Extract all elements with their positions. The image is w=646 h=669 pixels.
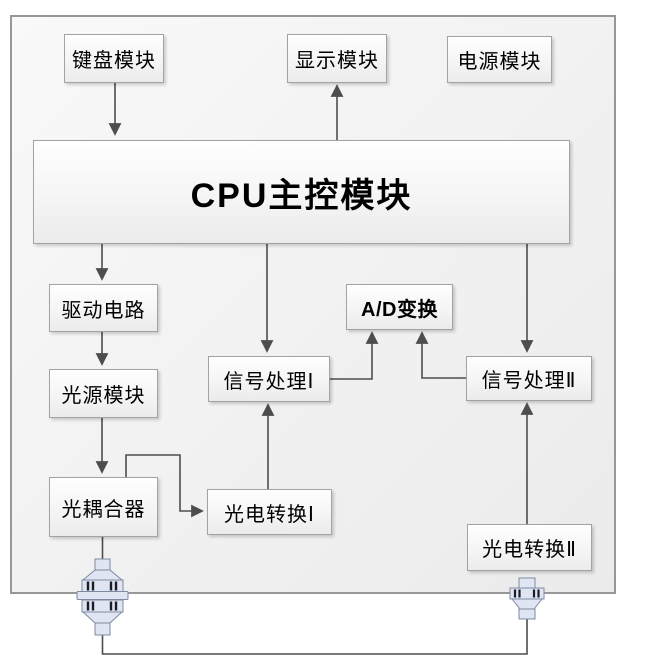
node-optical-coupler: 光耦合器 (49, 477, 158, 537)
node-signal-processing-2-label: 信号处理Ⅱ (481, 370, 577, 392)
node-cpu-label: CPU主控模块 (190, 176, 413, 215)
node-signal-processing-1-label: 信号处理Ⅰ (223, 370, 315, 393)
node-photoelectric-conversion-1-label: 光电转换Ⅰ (224, 503, 315, 526)
node-drive-circuit: 驱动电路 (49, 284, 158, 332)
node-optical-coupler-label: 光耦合器 (61, 498, 146, 521)
node-signal-processing-2: 信号处理Ⅱ (466, 356, 592, 401)
node-keyboard-module: 键盘模块 (64, 34, 164, 83)
node-drive-circuit-label: 驱动电路 (61, 299, 146, 322)
node-ad-converter-label: A/D变换 (361, 298, 438, 321)
node-display-module: 显示模块 (287, 34, 387, 83)
node-power-label: 电源模块 (457, 51, 542, 73)
node-power-module: 电源模块 (447, 36, 552, 83)
node-ad-converter: A/D变换 (346, 284, 453, 330)
node-signal-processing-1: 信号处理Ⅰ (208, 356, 330, 402)
node-photoelectric-conversion-2: 光电转换Ⅱ (467, 524, 592, 571)
edge-signal1-ad (328, 331, 379, 380)
node-display-label: 显示模块 (295, 50, 379, 72)
edge-fiber-cable (101, 618, 528, 655)
edge-coupler-photo1 (125, 454, 204, 518)
node-photoelectric-conversion-1: 光电转换Ⅰ (207, 489, 332, 535)
fiber-optic-connector-icon (76, 558, 129, 636)
node-photoelectric-conversion-2-label: 光电转换Ⅱ (482, 539, 577, 561)
node-keyboard-label: 键盘模块 (72, 50, 156, 72)
node-light-source-label: 光源模块 (61, 385, 146, 407)
node-light-source-module: 光源模块 (49, 369, 158, 418)
edge-signal2-ad (415, 331, 466, 379)
fiber-optic-connector-icon (509, 577, 545, 620)
node-cpu-main-module: CPU主控模块 (33, 140, 570, 244)
